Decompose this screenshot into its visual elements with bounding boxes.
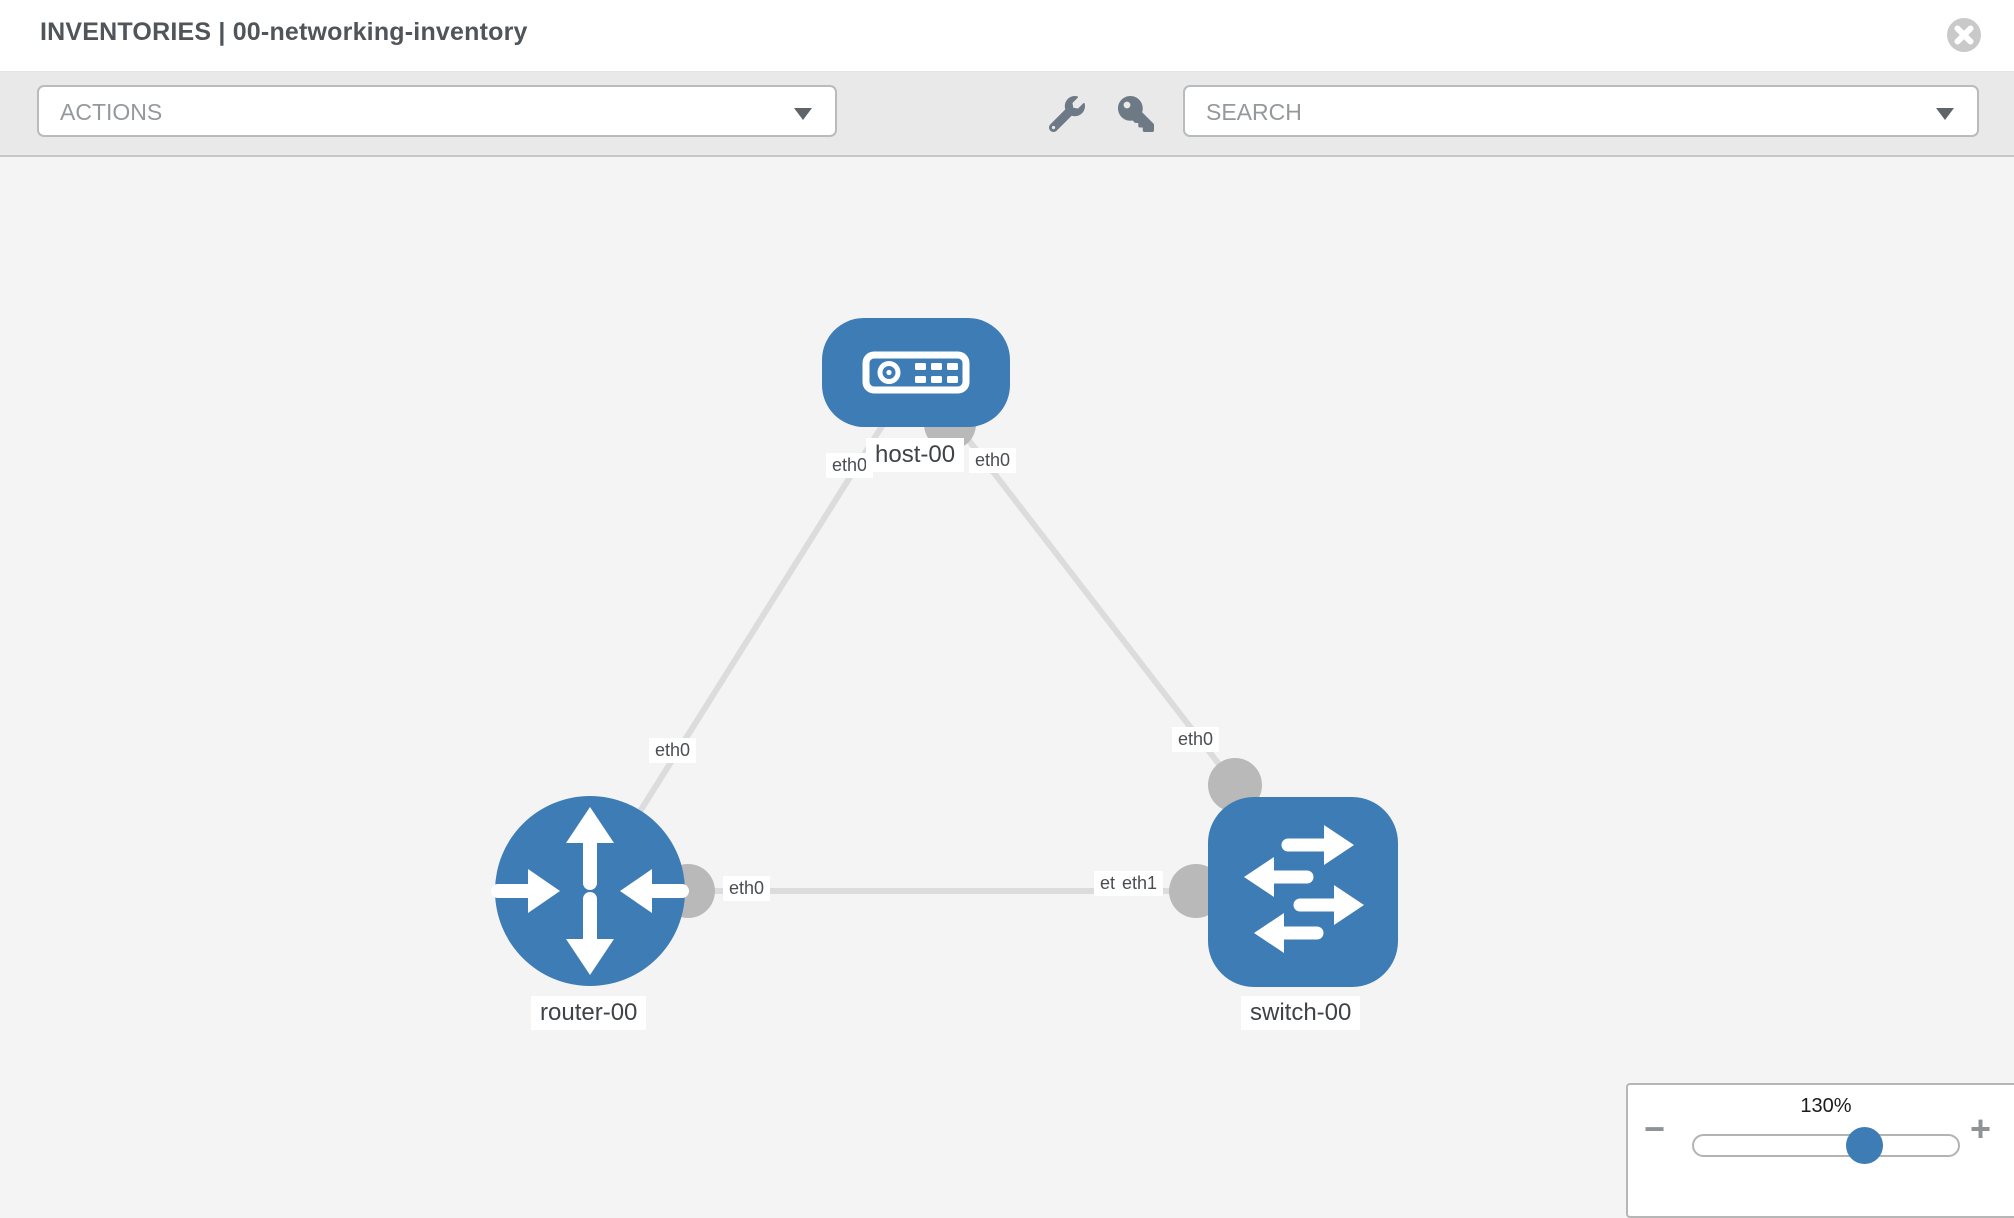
zoom-level-label: 130% [1800,1095,1852,1117]
zoom-out-button[interactable]: − [1644,1108,1666,1149]
wrench-icon [1048,96,1085,136]
if-label-host-eth0-right: eth0 [969,448,1017,473]
zoom-in-button[interactable]: + [1970,1108,1992,1149]
if-label-switch-top-eth0: eth0 [1172,727,1220,752]
search-dropdown-label: SEARCH [1206,99,1302,125]
adhoc-commands-button[interactable] [1048,96,1085,133]
node-label-host-00: host-00 [866,438,965,472]
page-header: INVENTORIES | 00-networking-inventory [0,0,2014,72]
router-icon [491,807,689,975]
chevron-down-icon [1936,108,1954,120]
host-icon [862,351,970,394]
key-icon [1118,96,1154,136]
topology-canvas[interactable]: eth0 host-00 eth0 eth0 eth0 eth0 eth0 et… [0,157,2014,1200]
node-label-router-00: router-00 [531,996,647,1030]
actions-dropdown-label: ACTIONS [60,99,163,125]
if-label-switch-eth1: eth1 [1116,871,1164,896]
zoom-slider-handle[interactable] [1846,1127,1883,1164]
close-button[interactable] [1946,17,1982,53]
page-title: INVENTORIES | 00-networking-inventory [40,18,528,46]
switch-icon [1244,825,1364,953]
if-label-router-link-eth0: eth0 [649,738,697,763]
node-host-00[interactable] [822,318,1010,427]
node-switch-00[interactable] [1208,797,1398,987]
actions-dropdown[interactable]: ACTIONS [37,85,837,137]
node-router-00[interactable] [491,796,689,986]
toolbar: ACTIONS SEARCH [0,72,2014,157]
close-icon [1946,18,1982,57]
zoom-control-panel: 130% − + [1626,1083,2014,1218]
if-label-host-eth0-left: eth0 [826,453,874,478]
chevron-down-icon [794,108,812,120]
credentials-button[interactable] [1118,96,1154,132]
search-dropdown[interactable]: SEARCH [1183,85,1979,137]
node-label-switch-00: switch-00 [1241,996,1361,1030]
if-label-router-eth0: eth0 [723,876,771,901]
zoom-slider-track[interactable] [1692,1134,1960,1157]
